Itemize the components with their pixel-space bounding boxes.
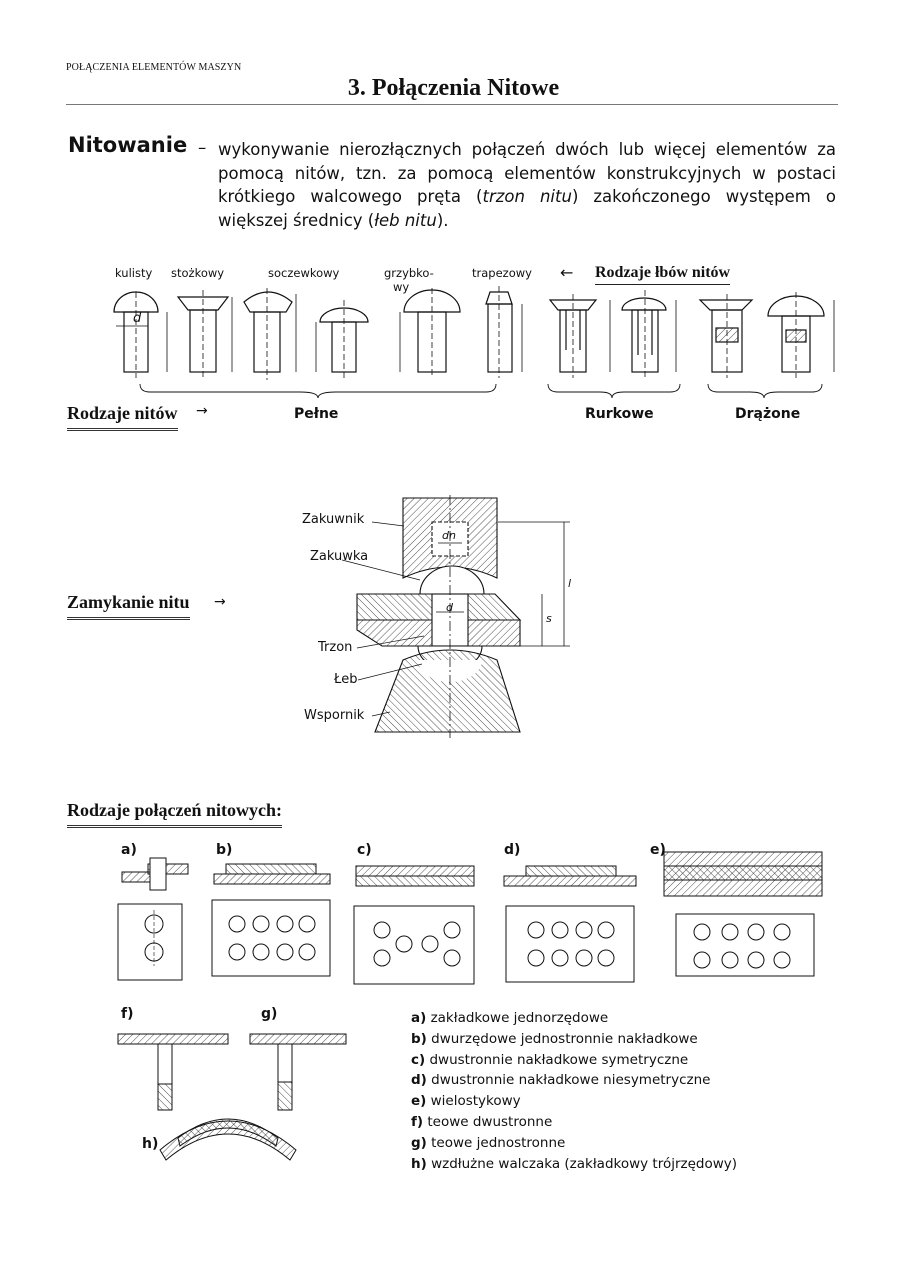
fig-h: h): [142, 1136, 159, 1152]
rivet-types-title: Rodzaje nitów: [67, 403, 178, 431]
dim-dn: dn: [442, 529, 456, 542]
definition-text: wykonywanie nierozłącznych połączeń dwóc…: [218, 140, 836, 230]
head-label-grzybkowy: grzybko-: [384, 266, 434, 280]
definition-dash: –: [198, 138, 207, 157]
head-label-stozkowy: stożkowy: [171, 266, 225, 280]
term-shank: trzon nitu: [482, 187, 572, 206]
fig-c: c): [357, 842, 372, 858]
joint-figures: [117, 851, 823, 1161]
dim-l: l: [568, 577, 572, 590]
fig-g: g): [261, 1006, 278, 1022]
dim-d: d: [446, 601, 453, 614]
fig-e: e): [650, 842, 666, 858]
group-pelne: Pełne: [294, 406, 339, 422]
rivet-row: [113, 286, 835, 399]
chapter-title: 3. Połączenia Nitowe: [347, 75, 560, 101]
legend-item-b: b) dwurzędowe jednostronnie nakładkowe: [411, 1030, 698, 1047]
riveting-diagram: [341, 495, 570, 738]
head-label-soczewkowy: soczewkowy: [268, 266, 340, 280]
dim-s: s: [546, 612, 552, 625]
fig-f: f): [121, 1006, 134, 1022]
label-wspornik: Wspornik: [304, 708, 365, 723]
head-label-grzybkowy-2: wy: [393, 280, 410, 294]
legend-item-a: a) zakładkowe jednorzędowe: [411, 1010, 609, 1026]
legend-item-e: e) wielostykowy: [411, 1093, 521, 1110]
fig-a: a): [121, 842, 137, 858]
label-zakuwnik: Zakuwnik: [302, 512, 365, 527]
group-rurkowe: Rurkowe: [585, 406, 654, 422]
label-trzon: Trzon: [318, 640, 353, 655]
label-zakuwka: Zakuwka: [310, 549, 369, 564]
legend-item-d: d) dwustronnie nakładkowe niesymetryczne: [411, 1072, 711, 1089]
head-types-arrow: ←: [560, 263, 574, 282]
head-label-trapezowy: trapezowy: [472, 266, 532, 280]
legend-item-f: f) teowe dwustronne: [411, 1113, 553, 1130]
header-rule: [66, 104, 838, 105]
running-header: POŁĄCZENIA ELEMENTÓW MASZYN: [66, 62, 242, 73]
legend-item-h: h) wzdłużne walczaka (zakładkowy trójrzę…: [411, 1155, 738, 1172]
group-drazone: Drążone: [735, 406, 801, 422]
legend-item-c: c) dwustronnie nakładkowe symetryczne: [411, 1051, 689, 1068]
label-leb: Łeb: [334, 672, 358, 687]
head-label-kulisty: kulisty: [115, 266, 153, 280]
legend-item-g: g) teowe jednostronne: [411, 1134, 566, 1151]
term-head: łeb nitu: [374, 210, 437, 230]
fig-b: b): [216, 842, 233, 858]
joint-types-legend: a) zakładkowe jednorzędowe b) dwurzędowe…: [411, 1008, 737, 1174]
closing-arrow: →: [214, 594, 226, 610]
joint-types-title: Rodzaje połączeń nitowych:: [67, 800, 282, 828]
dim-d-label: d: [133, 311, 142, 326]
fig-d: d): [504, 842, 521, 858]
head-types-title: Rodzaje łbów nitów: [595, 264, 731, 285]
definition-term: Nitowanie: [68, 133, 188, 157]
closing-title: Zamykanie nitu: [67, 592, 190, 620]
rivet-types-arrow: →: [196, 403, 208, 419]
